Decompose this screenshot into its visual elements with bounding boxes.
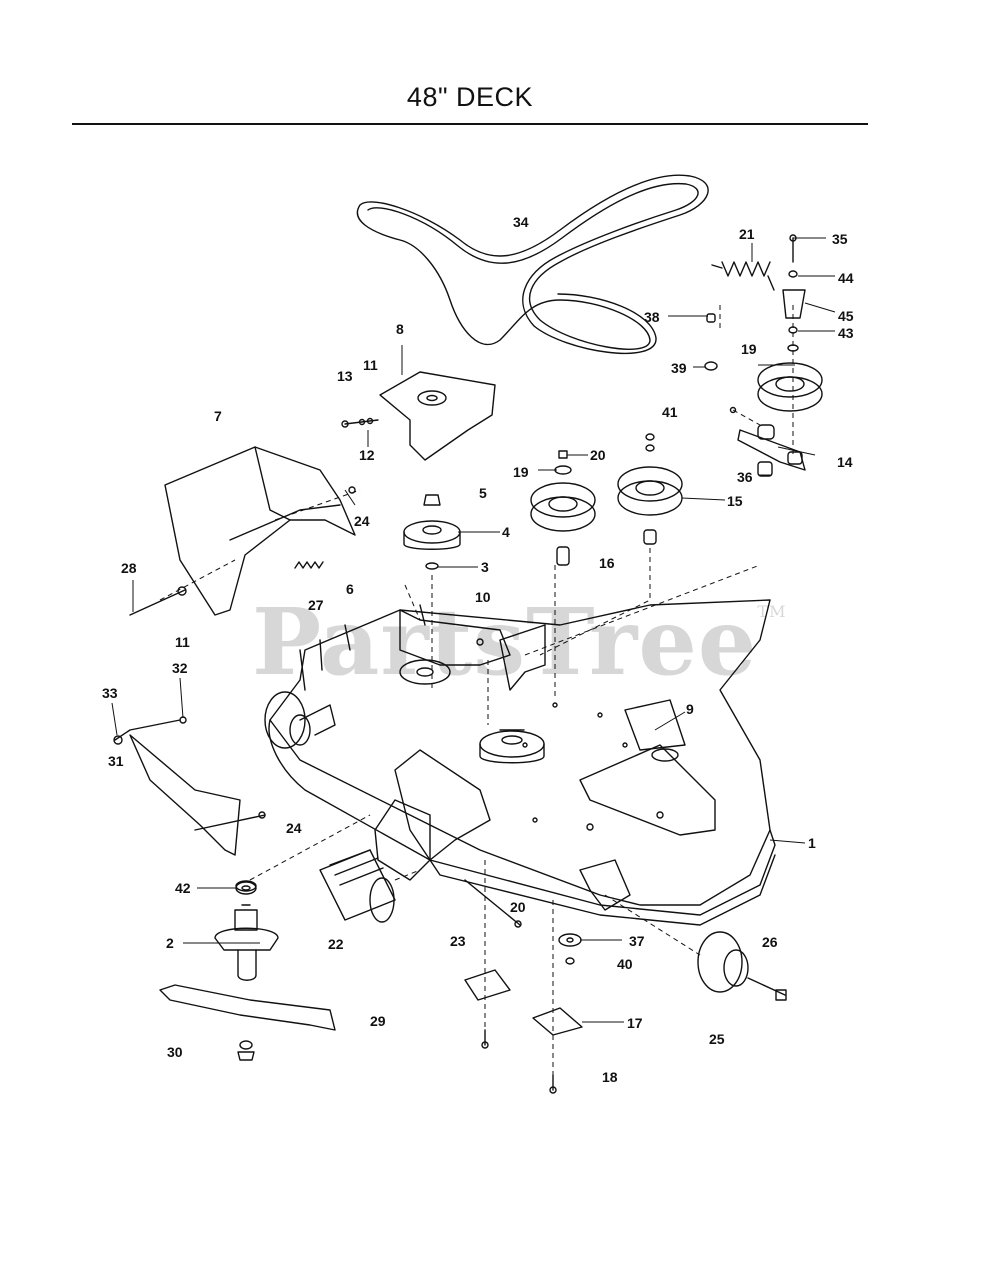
- callout-13: 13: [337, 368, 353, 384]
- callout-15: 15: [727, 493, 743, 509]
- callout-22: 22: [328, 936, 344, 952]
- lift-arm: [113, 716, 266, 856]
- pulley-15: [617, 433, 683, 545]
- callout-39: 39: [671, 360, 687, 376]
- callout-38: 38: [644, 309, 660, 325]
- callout-2: 2: [166, 935, 174, 951]
- watermark-mark: TM: [757, 602, 787, 621]
- callout-33: 33: [102, 685, 118, 701]
- callout-30: 30: [167, 1044, 183, 1060]
- callout-3: 3: [481, 559, 489, 575]
- anti-scalp-roller: [319, 849, 396, 923]
- blade-spindle: [214, 881, 279, 981]
- callout-9: 9: [686, 701, 694, 717]
- callout-6: 6: [346, 581, 354, 597]
- callout-14: 14: [837, 454, 853, 470]
- deck-spindle-pulley: [479, 729, 545, 764]
- callout-24-a: 24: [354, 513, 370, 529]
- idler-arm: [704, 234, 823, 477]
- callout-5: 5: [479, 485, 487, 501]
- discharge-chute: [164, 446, 356, 616]
- callout-21: 21: [739, 226, 755, 242]
- gauge-wheel-upper: [264, 691, 336, 749]
- callout-8: 8: [396, 321, 404, 337]
- callout-19-b: 19: [741, 341, 757, 357]
- pulley-16: [530, 450, 596, 566]
- callout-16: 16: [599, 555, 615, 571]
- callout-41: 41: [662, 404, 678, 420]
- callout-28: 28: [121, 560, 137, 576]
- callout-24-b: 24: [286, 820, 302, 836]
- callout-26: 26: [762, 934, 778, 950]
- callout-29: 29: [370, 1013, 386, 1029]
- title-rule: [72, 123, 868, 125]
- callout-7: 7: [214, 408, 222, 424]
- callout-11-b: 11: [175, 634, 190, 650]
- callout-12: 12: [359, 447, 375, 463]
- mower-blade: [159, 984, 336, 1061]
- page-title: 48" DECK: [406, 82, 534, 112]
- callout-27: 27: [308, 597, 324, 613]
- bracket-8: [379, 371, 496, 461]
- callout-34: 34: [513, 214, 529, 230]
- callout-37: 37: [629, 933, 645, 949]
- callout-17: 17: [627, 1015, 643, 1031]
- callout-19-a: 19: [513, 464, 529, 480]
- callout-23: 23: [450, 933, 466, 949]
- callout-20-a: 20: [590, 447, 606, 463]
- callout-40: 40: [617, 956, 633, 972]
- gauge-wheel: [697, 931, 787, 1001]
- callout-36: 36: [737, 469, 753, 485]
- callout-10: 10: [475, 589, 491, 605]
- pulley-4: [403, 494, 461, 570]
- callout-25: 25: [709, 1031, 725, 1047]
- callout-18: 18: [602, 1069, 618, 1085]
- callout-42: 42: [175, 880, 191, 896]
- callout-44: 44: [838, 270, 854, 286]
- callout-32: 32: [172, 660, 188, 676]
- callout-20-b: 20: [510, 899, 526, 915]
- callout-4: 4: [502, 524, 510, 540]
- deck-shell: [268, 599, 776, 926]
- callout-11-a: 11: [363, 357, 378, 373]
- callout-43: 43: [838, 325, 854, 341]
- callout-35: 35: [832, 231, 848, 247]
- callout-1: 1: [808, 835, 816, 851]
- callout-31: 31: [108, 753, 124, 769]
- spring: [711, 261, 775, 291]
- belt: [356, 174, 709, 350]
- callout-45: 45: [838, 308, 854, 324]
